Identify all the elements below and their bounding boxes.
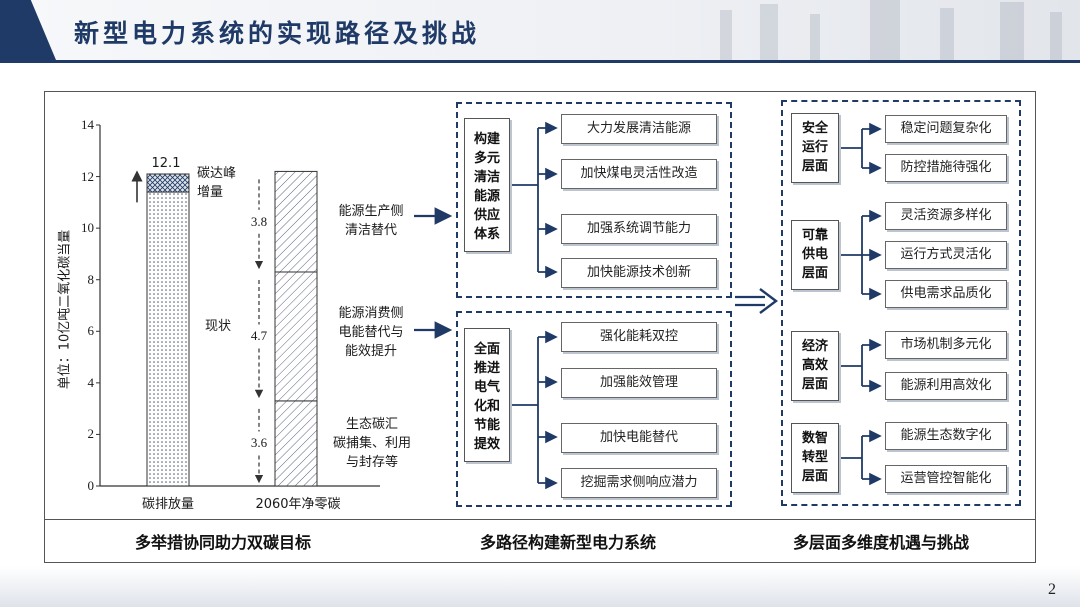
right-dashed-box — [781, 100, 1021, 506]
group1-item-coal-flexibility: 加快煤电灵活性改造 — [561, 159, 717, 189]
right-item-supply-quality: 供电需求品质化 — [885, 280, 1007, 308]
bar1-peak-value: 12.1 — [151, 156, 181, 171]
header-rule — [0, 60, 1080, 63]
group1-item-innovation: 加快能源技术创新 — [561, 258, 717, 288]
page-number: 2 — [1048, 581, 1056, 598]
bar2-segment-label: 3.8 — [250, 213, 268, 229]
group1-item-regulation: 加强系统调节能力 — [561, 214, 717, 244]
footer-band — [0, 567, 1080, 607]
group2-item-electrification: 加快电能替代 — [561, 423, 717, 453]
right-group-digital-title: 数智 转型 层面 — [791, 423, 839, 493]
bar2-segment-label: 4.7 — [250, 328, 268, 344]
group2-item-efficiency: 加强能效管理 — [561, 368, 717, 398]
caption-right: 多层面多维度机遇与挑战 — [793, 533, 970, 552]
right-item-energy-use: 能源利用高效化 — [885, 372, 1007, 400]
group1-dashed-box — [456, 102, 732, 298]
bar1-category-label: 碳排放量 — [141, 497, 194, 512]
caption-bar — [44, 519, 1036, 563]
y-tick-label: 4 — [87, 374, 95, 390]
group1-item-clean-energy: 大力发展清洁能源 — [561, 114, 717, 144]
bar1-base-text: 现状 — [205, 319, 232, 334]
bar1-peak-text: 碳达峰 增量 — [197, 166, 237, 200]
supply-label: 能源生产侧 清洁替代 — [338, 204, 404, 238]
group2-item-energy-control: 强化能耗双控 — [561, 322, 717, 352]
right-group-economy-title: 经济 高效 层面 — [791, 331, 839, 401]
page-title: 新型电力系统的实现路径及挑战 — [74, 19, 481, 48]
caption-left: 多举措协同助力双碳目标 — [135, 533, 312, 552]
y-tick-label: 10 — [81, 220, 94, 236]
right-item-prevention: 防控措施待强化 — [885, 154, 1007, 182]
y-tick-label: 0 — [87, 478, 95, 493]
right-item-operation-mode: 运行方式灵活化 — [885, 241, 1007, 269]
y-tick-label: 2 — [87, 426, 95, 442]
group1-title: 构建 多元 清洁 能源 供应 体系 — [464, 118, 510, 252]
right-group-safety-title: 安全 运行 层面 — [791, 113, 839, 183]
right-item-digital-ecology: 能源生态数字化 — [885, 422, 1007, 450]
group2-title: 全面 推进 电气 化和 节能 提效 — [464, 328, 510, 462]
y-tick-label: 8 — [87, 271, 95, 287]
right-item-market: 市场机制多元化 — [885, 331, 1007, 359]
group2-item-demand-response: 挖掘需求侧响应潜力 — [561, 468, 717, 498]
group2-dashed-box — [456, 311, 732, 507]
header-band — [0, 0, 1080, 62]
y-tick-label: 14 — [81, 117, 94, 132]
right-group-reliability-title: 可靠 供电 层面 — [791, 220, 839, 290]
caption-middle: 多路径构建新型电力系统 — [480, 533, 657, 552]
bar2-segment-label: 3.6 — [250, 435, 268, 451]
bar2-category-label: 2060年净零碳 — [255, 497, 341, 512]
right-item-stability: 稳定问题复杂化 — [885, 115, 1007, 143]
right-item-smart-control: 运营管控智能化 — [885, 465, 1007, 493]
y-tick-label: 6 — [87, 323, 95, 339]
demand-label: 能源消费侧 电能替代与 能效提升 — [338, 306, 404, 359]
y-tick-label: 12 — [81, 168, 94, 184]
sink-label: 生态碳汇 碳捕集、利用 与封存等 — [332, 417, 411, 470]
right-item-flexible-resources: 灵活资源多样化 — [885, 202, 1007, 230]
header-building-watermark — [720, 0, 1062, 60]
